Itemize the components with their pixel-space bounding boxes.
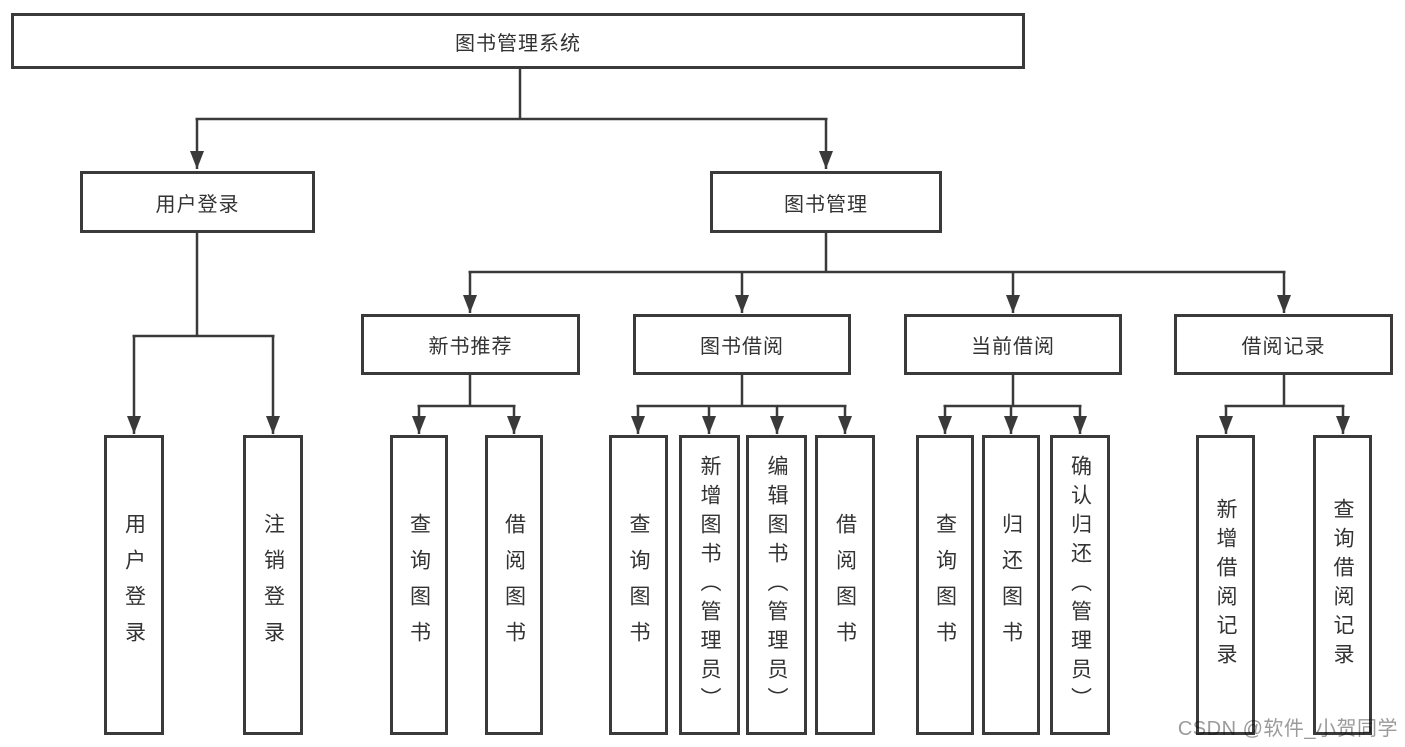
node-library-system-label: 图书管理系统	[455, 32, 581, 55]
leaf-query-books-current: 查询图书	[916, 435, 974, 735]
node-library-system: 图书管理系统	[11, 13, 1025, 69]
leaf-query-books-current-label: 查询图书	[933, 513, 957, 657]
leaf-query-borrow-record: 查询借阅记录	[1313, 435, 1372, 735]
node-book-management-label: 图书管理	[784, 193, 868, 216]
leaf-logout: 注销登录	[243, 435, 303, 735]
node-current-borrowing-label: 当前借阅	[971, 336, 1055, 358]
leaf-edit-books-admin-label: 编辑图书（管理员）	[765, 454, 788, 716]
leaf-query-books-recommend-label: 查询图书	[407, 513, 431, 657]
leaf-logout-label: 注销登录	[261, 513, 285, 657]
leaf-add-books-admin-label: 新增图书（管理员）	[698, 454, 721, 716]
leaf-query-books-borrowing: 查询图书	[609, 435, 668, 735]
node-current-borrowing: 当前借阅	[904, 314, 1122, 375]
node-user-login-label: 用户登录	[155, 193, 240, 216]
leaf-query-borrow-record-label: 查询借阅记录	[1331, 498, 1354, 672]
node-book-borrowing: 图书借阅	[633, 314, 851, 375]
leaf-borrow-books-borrowing: 借阅图书	[815, 435, 875, 735]
leaf-confirm-return-admin-label: 确认归还（管理员）	[1068, 454, 1092, 716]
leaf-query-books-recommend: 查询图书	[390, 435, 448, 735]
node-borrowing-records: 借阅记录	[1174, 314, 1393, 375]
leaf-confirm-return-admin: 确认归还（管理员）	[1050, 435, 1110, 735]
node-book-management: 图书管理	[710, 171, 942, 233]
watermark-text: CSDN @软件_小贺同学	[1177, 718, 1398, 740]
leaf-query-books-borrowing-label: 查询图书	[627, 513, 650, 657]
leaf-borrow-books-borrowing-label: 借阅图书	[833, 513, 857, 657]
leaf-return-books-label: 归还图书	[999, 513, 1023, 657]
leaf-borrow-books-recommend-label: 借阅图书	[502, 513, 526, 657]
leaf-add-borrow-record-label: 新增借阅记录	[1214, 498, 1237, 672]
leaf-add-borrow-record: 新增借阅记录	[1196, 435, 1255, 735]
node-user-login: 用户登录	[80, 171, 315, 233]
node-book-borrowing-label: 图书借阅	[700, 336, 784, 358]
leaf-user-login-label: 用户登录	[122, 513, 146, 657]
leaf-return-books: 归还图书	[982, 435, 1040, 735]
leaf-edit-books-admin: 编辑图书（管理员）	[746, 435, 807, 735]
node-new-book-recommend-label: 新书推荐	[428, 336, 513, 358]
leaf-borrow-books-recommend: 借阅图书	[485, 435, 543, 735]
node-new-book-recommend: 新书推荐	[361, 314, 580, 375]
leaf-add-books-admin: 新增图书（管理员）	[679, 435, 740, 735]
leaf-user-login: 用户登录	[104, 435, 164, 735]
node-borrowing-records-label: 借阅记录	[1241, 336, 1326, 358]
